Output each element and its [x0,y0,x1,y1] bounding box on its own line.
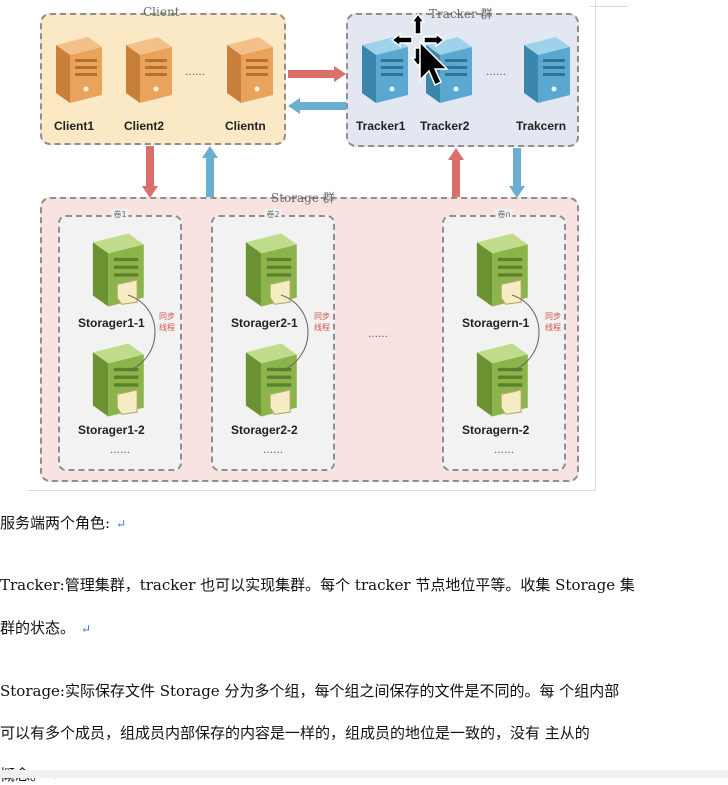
sync-thread-label: 同步线程 [545,312,561,332]
client-ellipsis: …… [185,67,205,78]
client1-server-icon [48,35,104,105]
client1-label: Client1 [54,119,95,133]
heading-text: 服务端两个角色:↵ [0,514,127,532]
storage-group-title: Storage 群 [271,191,335,205]
client2-label: Client2 [124,119,165,133]
client2-server-icon [118,35,174,105]
clientn-server-icon [219,35,275,105]
storage-group: Storage 群 …… 卷1 Storager1-1 同步线程 Storage… [40,191,579,482]
volume-1-title: 卷1 [111,209,129,220]
storage-to-tracker-arrow [448,148,464,198]
volume-2-more: …… [263,445,283,456]
volume-1: 卷1 Storager1-1 同步线程 Storager1-2 …… [58,209,182,471]
storager2-2-label: Storager2-2 [231,423,298,437]
sync-thread-label: 同步线程 [159,312,175,332]
client-to-storage-arrow [142,146,158,198]
volume-n-title: 卷n [495,209,513,220]
tracker-group: Tracker 群 …… Tracker1 Tracker2 Trakcern [346,7,579,147]
volume-2-title: 卷2 [264,209,282,220]
storage-desc-line1: Storage:实际保存文件 Storage 分为多个组，每个组之间保存的文件是… [0,682,620,700]
divider [590,6,628,7]
tracker-group-title: Tracker 群 [429,7,493,21]
sync-thread-label: 同步线程 [314,312,330,332]
storage-ellipsis: …… [368,329,388,340]
storagern-1-label: Storagern-1 [462,316,530,330]
volume-n-more: …… [494,445,514,456]
client-to-tracker-arrow [288,66,346,82]
tracker-to-storage-arrow [509,148,525,198]
move-cursor-icon [390,12,449,87]
storagern-2-label: Storagern-2 [462,423,530,437]
tracker2-label: Tracker2 [420,119,470,133]
trackern-server-icon [516,35,572,105]
bottom-edge [0,770,728,778]
storager2-1-label: Storager2-1 [231,316,298,330]
tracker-ellipsis: …… [486,67,506,78]
client-group-title: Client [143,5,180,19]
tracker-to-client-arrow [288,98,346,114]
tracker-desc-line1: Tracker:管理集群，tracker 也可以实现集群。每个 tracker … [0,576,635,594]
trackern-label: Trakcern [516,119,567,133]
volume-1-more: …… [110,445,130,456]
storage-desc-line2: 可以有多个成员，组成员内部保存的内容是一样的，组成员的地位是一致的，没有 主从的 [0,724,590,742]
client-group: Client …… Client1 Client2 Clientn [40,5,286,145]
clientn-label: Clientn [225,119,266,133]
volume-2: 卷2 Storager2-1 同步线程 Storager2-2 …… [211,209,335,471]
storager1-2-label: Storager1-2 [78,423,145,437]
tracker1-label: Tracker1 [356,119,406,133]
volume-n: 卷n Storagern-1 同步线程 Storagern-2 …… [442,209,566,471]
diagram-frame [27,0,596,491]
storage-to-client-arrow [202,146,218,198]
storager1-1-label: Storager1-1 [78,316,145,330]
tracker-desc-line2: 群的状态。↵ [0,619,92,637]
